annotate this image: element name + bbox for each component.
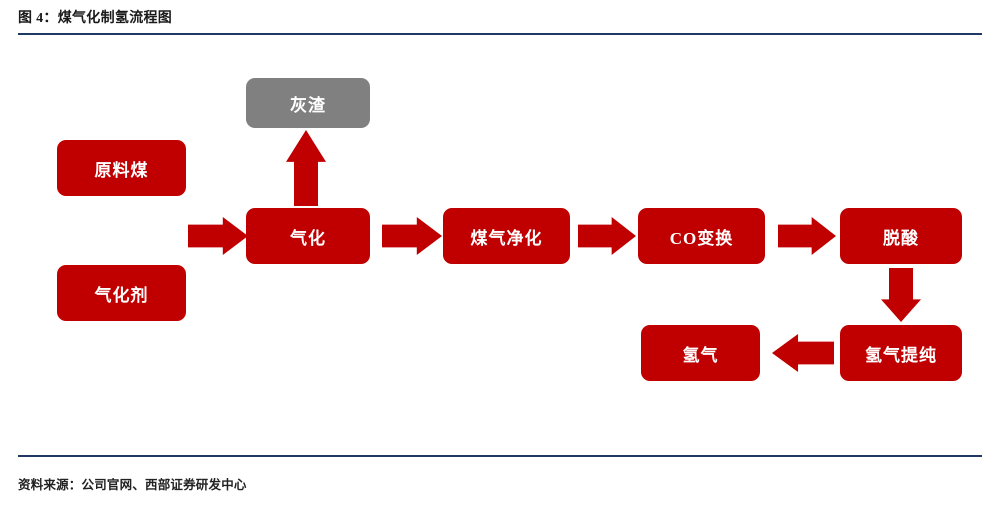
flow-arrow-deacid-to-hpurify — [881, 268, 921, 322]
flow-node-raw-coal: 原料煤 — [57, 140, 186, 196]
flow-arrow-gasification-to-ash — [286, 130, 326, 206]
flow-node-label: 气化剂 — [94, 285, 149, 305]
flow-node-co-shift: CO变换 — [638, 208, 765, 264]
flow-node-label: 灰渣 — [290, 95, 326, 115]
flowchart-canvas: 原料煤气化剂 灰渣气化 煤气净化 CO变换 脱酸氢气提纯 氢气 — [0, 40, 1000, 450]
flow-arrow-feed-to-gasification — [188, 217, 248, 255]
flow-node-hydrogen-purify: 氢气提纯 — [840, 325, 962, 381]
flow-node-label: 脱酸 — [883, 228, 919, 248]
flow-arrow-gasification-to-purify — [382, 217, 442, 255]
flow-arrow-purify-to-coshift — [578, 217, 636, 255]
flow-arrow-coshift-to-deacid — [778, 217, 836, 255]
figure-title: 图 4：煤气化制氢流程图 — [18, 11, 173, 26]
flow-node-label: CO变换 — [669, 228, 734, 248]
flow-node-gasifying-agent: 气化剂 — [57, 265, 186, 321]
flow-node-gas-purification: 煤气净化 — [443, 208, 570, 264]
title-divider — [18, 33, 982, 35]
flow-node-deacidification: 脱酸 — [840, 208, 962, 264]
flow-node-gasification: 气化 — [246, 208, 370, 264]
footer-divider — [18, 455, 982, 457]
flow-node-label: 气化 — [290, 228, 326, 248]
flow-node-ash-slag: 灰渣 — [246, 78, 370, 128]
flow-node-label: 氢气提纯 — [865, 345, 937, 365]
source-note: 资料来源：公司官网、西部证券研发中心 — [18, 478, 247, 492]
flow-arrow-hpurify-to-hydrogen — [772, 334, 834, 372]
flow-node-label: 原料煤 — [94, 160, 149, 180]
flow-node-label: 煤气净化 — [470, 228, 543, 248]
flow-node-hydrogen: 氢气 — [641, 325, 760, 381]
flow-node-label: 氢气 — [682, 345, 719, 365]
